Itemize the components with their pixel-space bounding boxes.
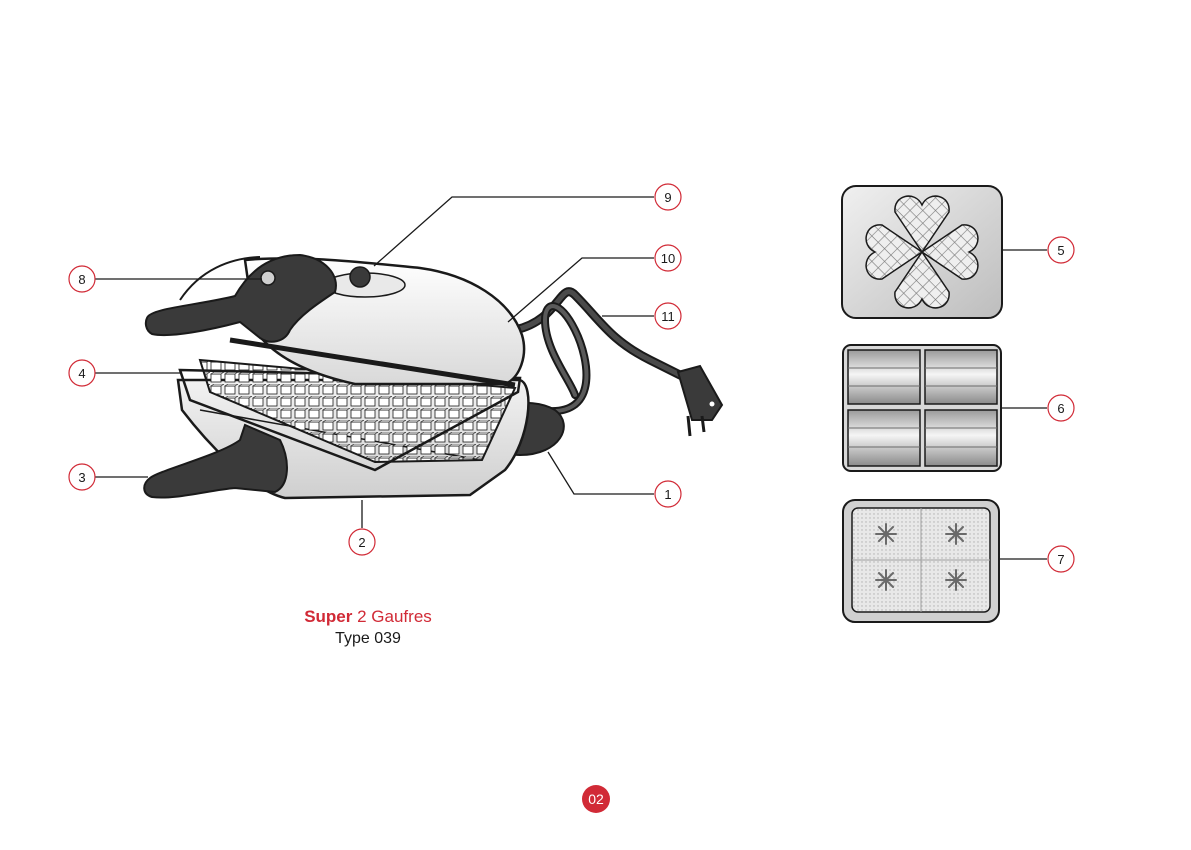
- callout-number: 11: [661, 309, 675, 324]
- callout-9: 9: [655, 184, 681, 210]
- waffle-maker-illustration: [144, 255, 722, 498]
- callout-number: 1: [664, 487, 671, 502]
- callout-3: 3: [69, 464, 95, 490]
- callout-10: 10: [655, 245, 681, 271]
- callout-6: 6: [1048, 395, 1074, 421]
- callout-1: 1: [655, 481, 681, 507]
- indicator-light: [261, 271, 275, 285]
- callout-5: 5: [1048, 237, 1074, 263]
- callout-number: 7: [1057, 552, 1064, 567]
- product-type: Type 039: [268, 628, 468, 650]
- callout-number: 5: [1057, 243, 1064, 258]
- callout-7: 7: [1048, 546, 1074, 572]
- callout-number: 8: [78, 272, 85, 287]
- callout-number: 3: [78, 470, 85, 485]
- callout-2: 2: [349, 529, 375, 555]
- callout-number: 4: [78, 366, 85, 381]
- product-caption: Super 2 Gaufres Type 039: [268, 606, 468, 650]
- product-name: Super 2 Gaufres: [268, 606, 468, 628]
- callout-number: 10: [661, 251, 675, 266]
- callout-4: 4: [69, 360, 95, 386]
- callout-11: 11: [655, 303, 681, 329]
- callout-8: 8: [69, 266, 95, 292]
- callout-number: 9: [664, 190, 671, 205]
- heart-waffle-plate: [842, 186, 1002, 318]
- callout-number: 6: [1057, 401, 1064, 416]
- callout-number: 2: [358, 535, 365, 550]
- page-number-badge: 02: [582, 785, 610, 813]
- star-pattern-plate: [843, 500, 999, 622]
- brand-name: Super: [304, 607, 352, 626]
- gaufrette-roll-plate: [843, 345, 1001, 471]
- model-name: 2 Gaufres: [357, 607, 432, 626]
- power-plug: [678, 366, 722, 436]
